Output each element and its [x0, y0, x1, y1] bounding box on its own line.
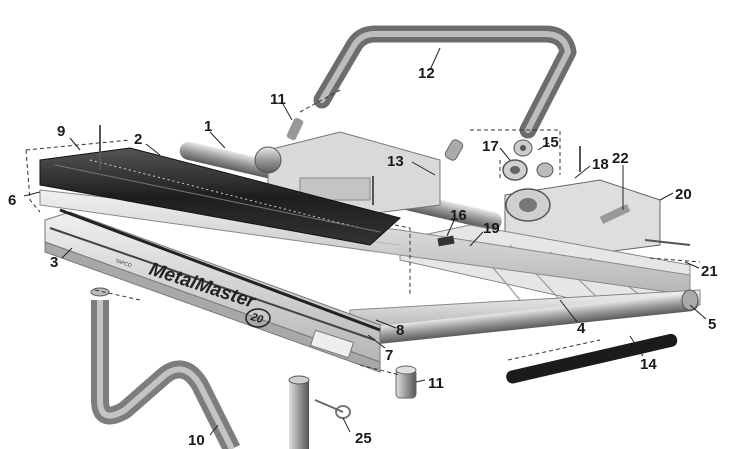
callout-10: 10 — [188, 432, 205, 449]
callout-1: 1 — [204, 118, 212, 135]
callout-22: 22 — [612, 150, 629, 167]
callout-4: 4 — [577, 320, 586, 337]
callout-14: 14 — [640, 356, 657, 373]
callout-18: 18 — [592, 156, 609, 173]
clamp-bar — [39, 147, 402, 246]
callout-20: 20 — [675, 186, 692, 203]
callout-2: 2 — [134, 131, 142, 148]
callout-9: 9 — [57, 123, 65, 140]
black-tube — [506, 333, 678, 384]
brand-badge: 20 — [248, 311, 265, 327]
callout-15: 15 — [542, 134, 559, 151]
leg-post — [289, 380, 309, 449]
callout-12: 12 — [418, 65, 435, 82]
callout-25: 25 — [355, 430, 372, 447]
callout-labels: 1 2 3 4 5 6 7 8 9 10 11 11 12 13 14 15 1… — [8, 65, 718, 449]
bottom-tube — [340, 293, 700, 348]
handle-tube — [313, 25, 577, 139]
callout-16: 16 — [450, 207, 467, 224]
leader-lines — [23, 47, 707, 436]
callout-7: 7 — [385, 347, 393, 364]
callout-3: 3 — [50, 254, 58, 271]
callout-6: 6 — [8, 192, 16, 209]
dashed-guides — [25, 89, 701, 376]
brand-small-label: TAPCO — [114, 258, 132, 269]
callout-8: 8 — [396, 322, 404, 339]
callout-5: 5 — [708, 316, 716, 333]
callout-11-bottom: 11 — [428, 375, 444, 392]
trim-strip — [59, 208, 381, 332]
callout-17: 17 — [482, 138, 499, 155]
pin-top — [286, 117, 304, 141]
callout-19: 19 — [483, 220, 500, 237]
callout-21: 21 — [701, 263, 718, 280]
callout-11-top: 11 — [270, 91, 286, 108]
callout-13: 13 — [387, 153, 404, 170]
